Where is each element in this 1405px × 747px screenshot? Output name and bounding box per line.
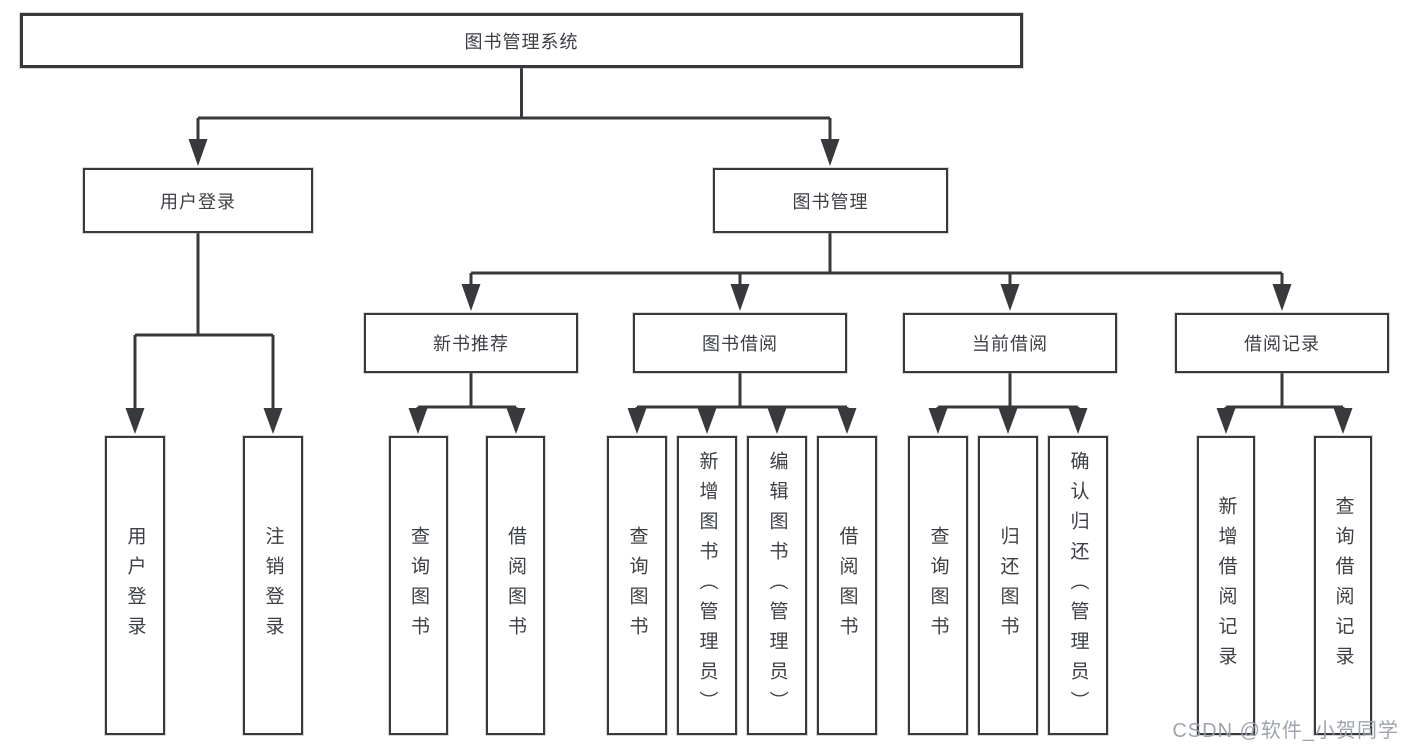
node-book-borrow-label: 图书借阅 bbox=[702, 334, 778, 354]
node-book-management: 图书管理 bbox=[713, 168, 948, 233]
arrow-icon bbox=[627, 408, 647, 434]
leaf-label: 查询借阅记录 bbox=[1332, 495, 1354, 676]
node-root-label: 图书管理系统 bbox=[464, 31, 579, 52]
node-new-books-label: 新书推荐 bbox=[433, 334, 509, 354]
leaf-edit-book-admin: 编辑图书（管理员） bbox=[747, 436, 807, 735]
node-current-borrow: 当前借阅 bbox=[903, 313, 1117, 373]
node-book-management-label: 图书管理 bbox=[792, 191, 869, 212]
arrow-icon bbox=[188, 139, 208, 166]
node-new-books: 新书推荐 bbox=[364, 313, 578, 373]
arrow-icon bbox=[1333, 408, 1353, 434]
leaf-label: 编辑图书（管理员） bbox=[766, 450, 788, 721]
leaf-add-borrow-record: 新增借阅记录 bbox=[1197, 436, 1255, 735]
node-user-login: 用户登录 bbox=[83, 168, 313, 233]
leaf-label: 查询图书 bbox=[626, 525, 648, 646]
node-root: 图书管理系统 bbox=[20, 13, 1023, 68]
arrow-icon bbox=[767, 408, 787, 434]
leaf-label: 查询图书 bbox=[408, 525, 429, 646]
leaf-label: 用户登录 bbox=[124, 525, 146, 646]
leaf-borrow-books-1: 借阅图书 bbox=[486, 436, 545, 735]
arrow-icon bbox=[1068, 408, 1088, 434]
arrow-icon bbox=[1216, 408, 1236, 434]
leaf-label: 注销登录 bbox=[262, 525, 284, 646]
leaf-label: 归还图书 bbox=[997, 525, 1019, 646]
arrow-icon bbox=[998, 408, 1018, 434]
node-current-borrow-label: 当前借阅 bbox=[972, 334, 1048, 354]
leaf-label: 确认归还（管理员） bbox=[1067, 450, 1089, 721]
leaf-query-books-3: 查询图书 bbox=[908, 436, 968, 735]
arrowheads bbox=[125, 139, 1353, 434]
arrow-icon bbox=[837, 408, 857, 434]
leaf-logout: 注销登录 bbox=[243, 436, 303, 735]
arrow-icon bbox=[820, 139, 840, 166]
arrow-icon bbox=[263, 408, 283, 434]
arrow-icon bbox=[506, 408, 526, 434]
arrow-icon bbox=[1272, 284, 1292, 311]
leaf-borrow-books-2: 借阅图书 bbox=[817, 436, 877, 735]
arrow-icon bbox=[1000, 284, 1020, 311]
leaf-label: 借阅图书 bbox=[505, 525, 526, 646]
node-borrow-records: 借阅记录 bbox=[1175, 313, 1389, 373]
leaf-return-book: 归还图书 bbox=[978, 436, 1038, 735]
leaf-add-book-admin: 新增图书（管理员） bbox=[677, 436, 737, 735]
arrow-icon bbox=[928, 408, 948, 434]
connector-lines bbox=[133, 68, 1345, 411]
arrow-icon bbox=[125, 408, 145, 434]
leaf-query-borrow-record: 查询借阅记录 bbox=[1314, 436, 1372, 735]
arrow-icon bbox=[730, 284, 750, 311]
leaf-confirm-return-admin: 确认归还（管理员） bbox=[1048, 436, 1108, 735]
leaf-label: 借阅图书 bbox=[836, 525, 858, 646]
csdn-watermark: CSDN @软件_小贺同学 bbox=[1172, 720, 1399, 742]
arrow-icon bbox=[697, 408, 717, 434]
node-book-borrow: 图书借阅 bbox=[633, 313, 847, 373]
leaf-query-books-1: 查询图书 bbox=[389, 436, 448, 735]
leaf-query-books-2: 查询图书 bbox=[607, 436, 667, 735]
node-borrow-records-label: 借阅记录 bbox=[1244, 334, 1320, 354]
arrow-icon bbox=[461, 284, 481, 311]
arrow-icon bbox=[408, 408, 428, 434]
leaf-label: 新增图书（管理员） bbox=[696, 450, 718, 721]
node-user-login-label: 用户登录 bbox=[160, 191, 236, 212]
leaf-label: 查询图书 bbox=[927, 525, 949, 646]
leaf-label: 新增借阅记录 bbox=[1215, 495, 1237, 676]
leaf-user-login: 用户登录 bbox=[105, 436, 165, 735]
